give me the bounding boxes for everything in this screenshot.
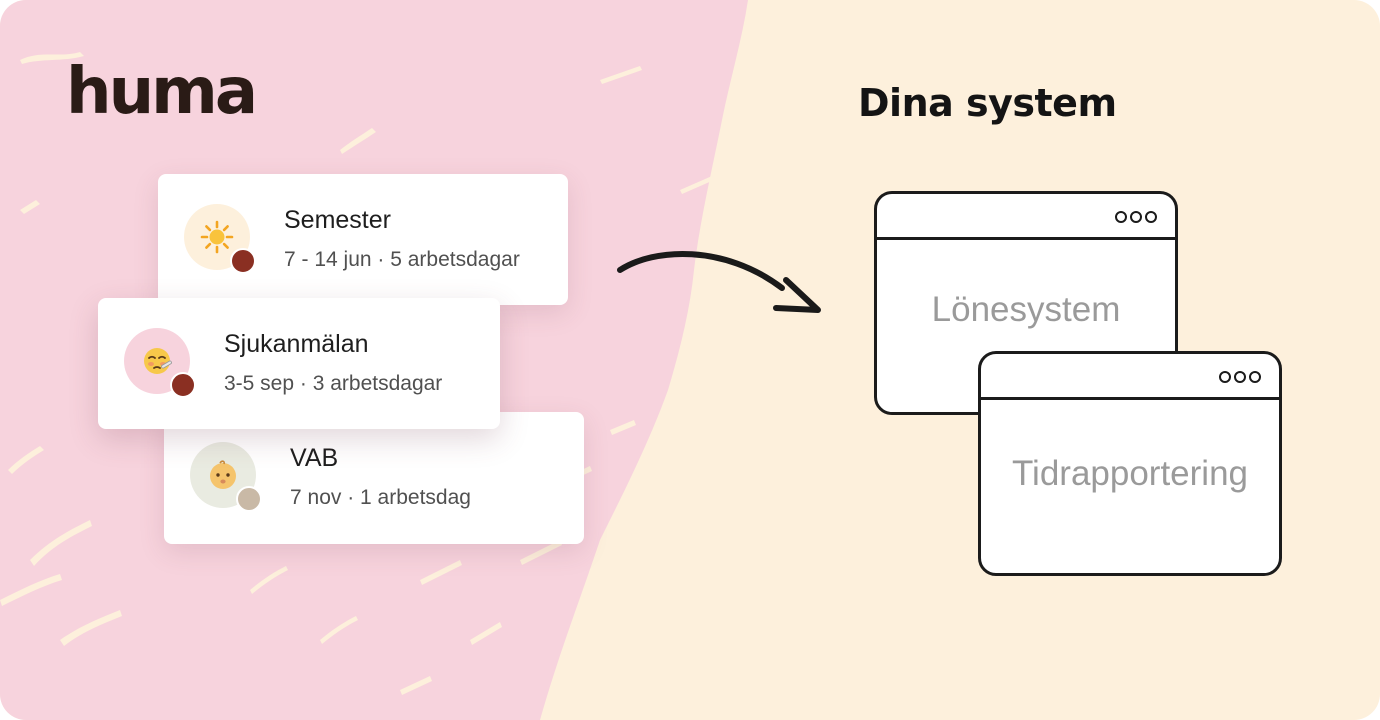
leave-title: Semester <box>284 206 391 234</box>
window-titlebar-divider <box>877 237 1175 240</box>
window-titlebar-divider <box>981 397 1279 400</box>
sun-icon <box>200 220 234 254</box>
window-dot-icon <box>1130 211 1142 223</box>
leave-title: VAB <box>290 444 339 472</box>
sick-face-icon <box>144 348 172 374</box>
systems-heading: Dina system <box>858 81 1117 125</box>
avatar <box>170 372 196 398</box>
window-dot-icon <box>1249 371 1261 383</box>
leave-dates: 7 nov · 1 arbetsdag <box>290 486 471 509</box>
window-label: Tidrapportering <box>1011 454 1249 493</box>
leave-dates: 3-5 sep · 3 arbetsdagar <box>224 372 443 395</box>
avatar <box>230 248 256 274</box>
window-label: Lönesystem <box>931 290 1121 329</box>
window-controls <box>1219 371 1261 383</box>
window-controls <box>1115 211 1157 223</box>
sync-arrow-icon <box>617 250 821 313</box>
window-dot-icon <box>1115 211 1127 223</box>
leave-title: Sjukanmälan <box>224 330 369 358</box>
baby-face-icon <box>210 460 236 489</box>
window-dot-icon <box>1145 211 1157 223</box>
leave-card-semester: Semester 7 - 14 jun · 5 arbetsdagar <box>158 174 568 305</box>
avatar <box>236 486 262 512</box>
icon-circle <box>190 442 256 508</box>
leave-card-vab: VAB 7 nov · 1 arbetsdag <box>164 412 584 544</box>
leave-dates: 7 - 14 jun · 5 arbetsdagar <box>284 248 520 271</box>
huma-logo: huma <box>66 55 258 129</box>
leave-card-sjukanmalan: Sjukanmälan 3-5 sep · 3 arbetsdagar <box>98 298 500 429</box>
window-dot-icon <box>1219 371 1231 383</box>
system-window-tidrapportering: Tidrapportering <box>978 351 1282 576</box>
window-dot-icon <box>1234 371 1246 383</box>
